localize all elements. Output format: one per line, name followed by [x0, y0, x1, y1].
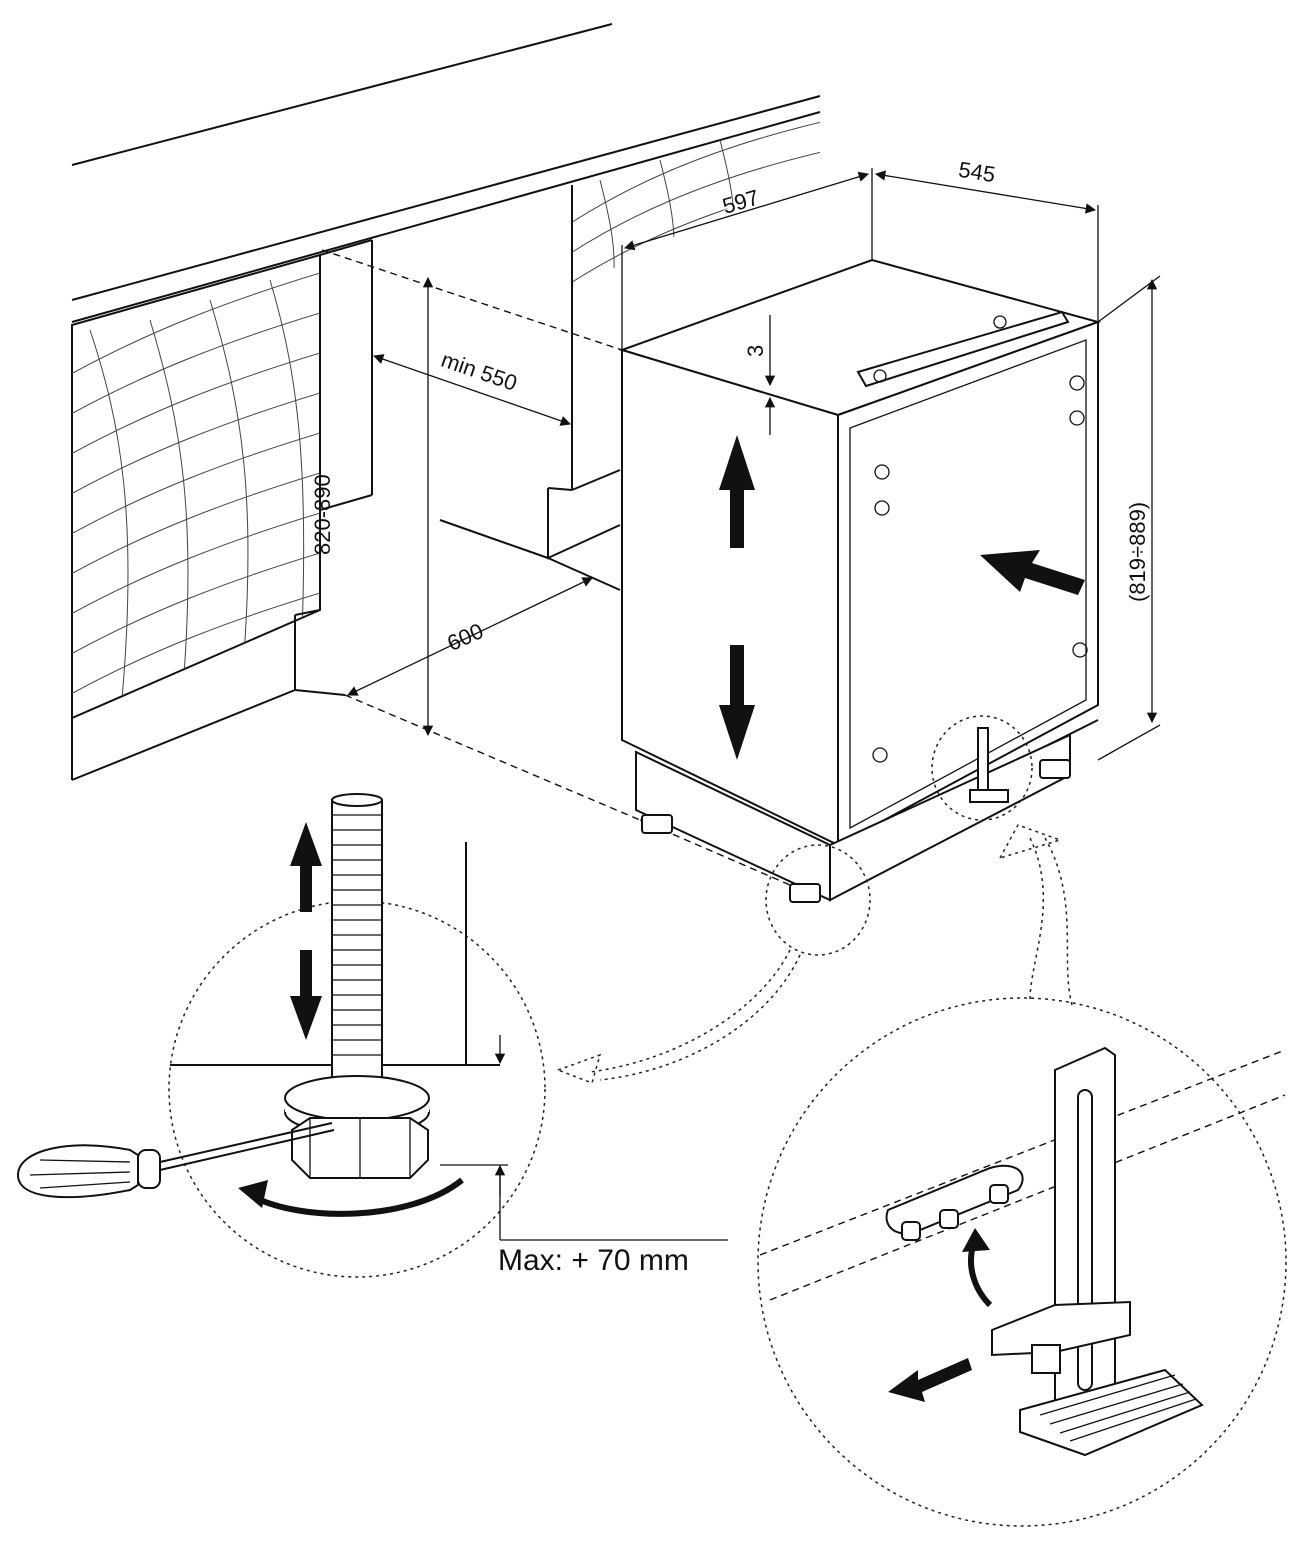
bracket-detail	[757, 997, 1287, 1527]
left-cabinet	[71, 239, 373, 781]
dim-min-550: min 550	[438, 347, 520, 396]
screwdriver-icon	[16, 1122, 335, 1199]
dim-600: 600	[443, 618, 487, 656]
rotate-arrow-icon	[238, 1177, 464, 1217]
dim-819-889: (819÷889)	[1125, 502, 1150, 602]
callout-markers	[555, 715, 1073, 1084]
adjustable-foot-icon	[284, 793, 430, 1179]
up-down-arrow-icon	[719, 435, 755, 760]
worktop	[71, 23, 821, 323]
dimension-lines	[347, 168, 1161, 761]
appliance	[618, 258, 1102, 903]
max-height-label: Max: + 70 mm	[498, 1244, 689, 1277]
dim-597: 597	[720, 185, 762, 219]
push-arrow-icon	[980, 550, 1085, 595]
foot-detail	[16, 793, 728, 1278]
plinth-bracket-icon	[885, 1046, 1204, 1457]
dim-3: 3	[743, 345, 768, 357]
dim-820-890: 820-890	[310, 474, 335, 555]
dim-545: 545	[957, 157, 997, 187]
